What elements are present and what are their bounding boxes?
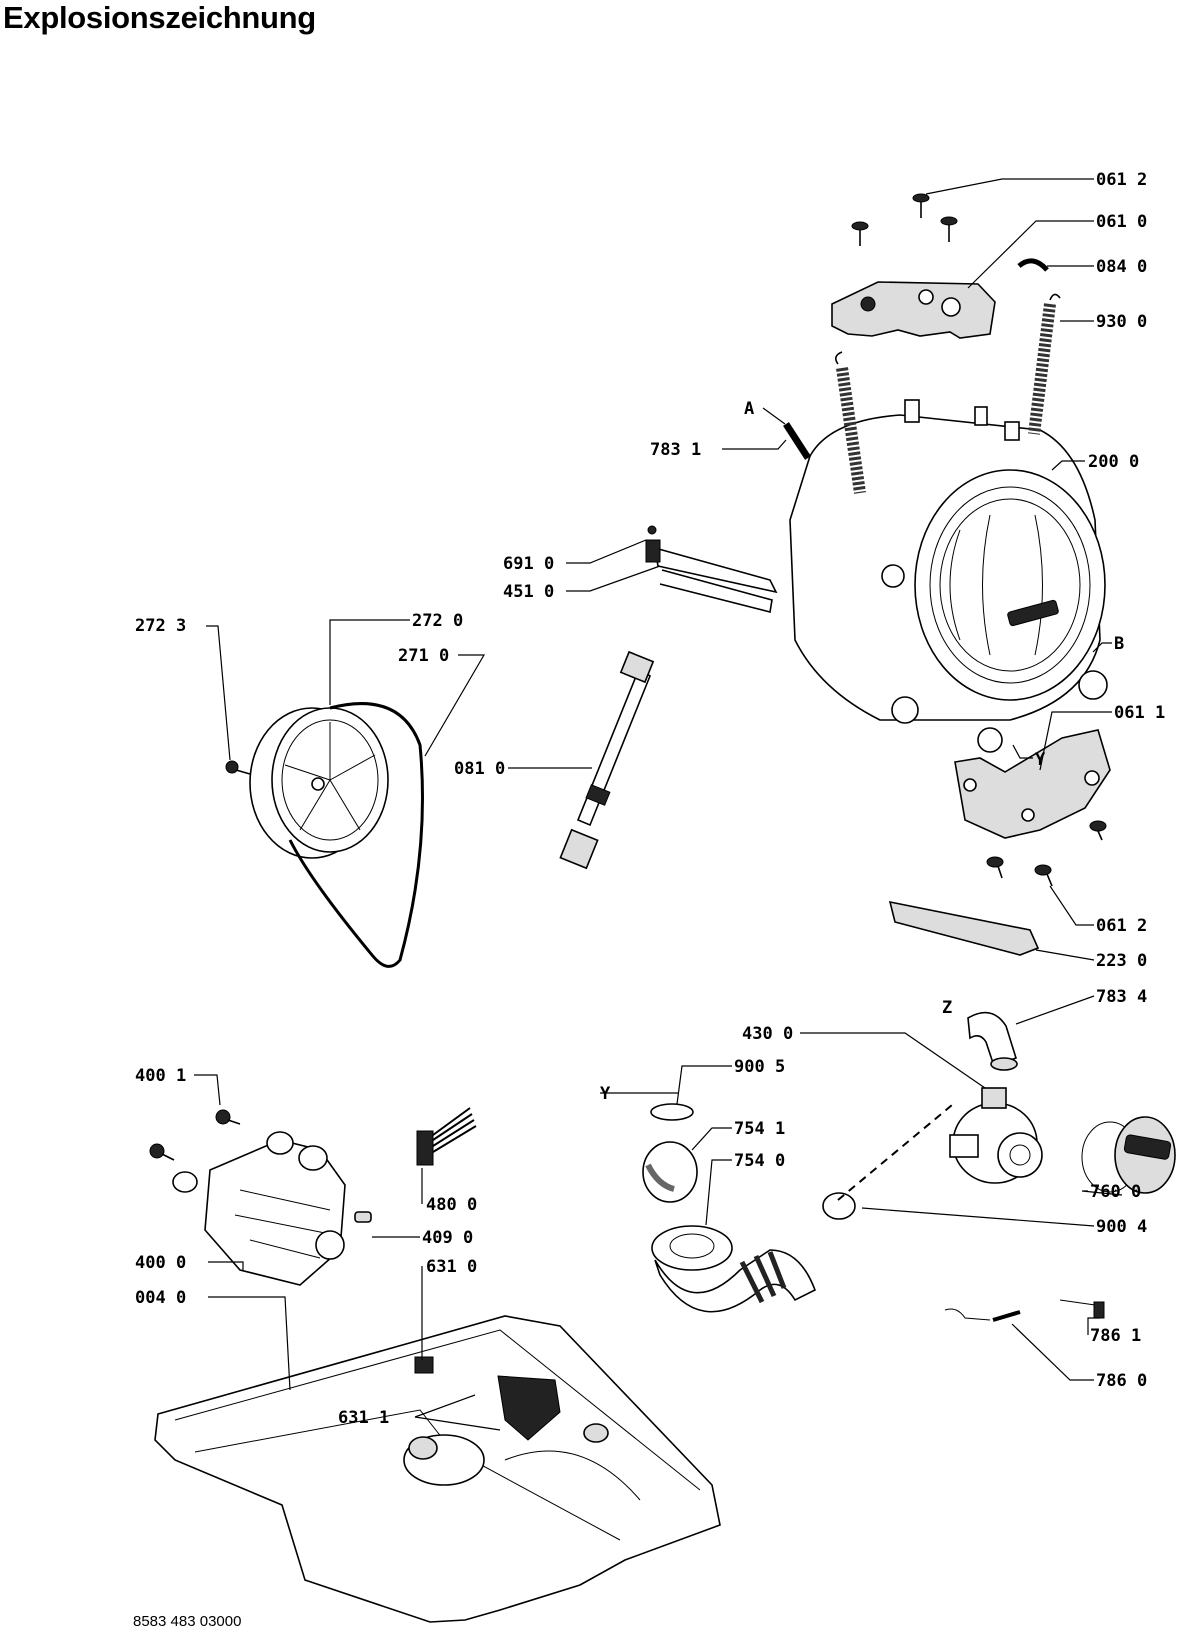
label-783-1: 783 1 <box>650 440 701 460</box>
label-084-0: 084 0 <box>1096 257 1147 277</box>
carbon-brush-409-0[interactable] <box>354 1211 372 1223</box>
screw-061-2-b[interactable] <box>986 856 1004 879</box>
label-400-0: 400 0 <box>135 1253 186 1273</box>
label-754-0: 754 0 <box>734 1151 785 1171</box>
sump-hose-754-0[interactable] <box>651 1225 817 1313</box>
label-409-0: 409 0 <box>422 1228 473 1248</box>
label-272-3: 272 3 <box>135 616 186 636</box>
label-272-0: 272 0 <box>412 611 463 631</box>
label-004-0: 004 0 <box>135 1288 186 1308</box>
spring-930-0-left[interactable] <box>834 351 866 494</box>
label-900-5: 900 5 <box>734 1057 785 1077</box>
label-Y-hose: Y <box>600 1084 611 1104</box>
filter-760-0[interactable] <box>1081 1116 1176 1194</box>
belt-271-0[interactable] <box>288 702 424 968</box>
document-number: 8583 483 03000 <box>133 1613 242 1630</box>
temperature-sensor-691-0[interactable] <box>647 525 657 535</box>
spring-930-0-right[interactable] <box>1028 293 1061 435</box>
motor-400-0[interactable] <box>172 1131 346 1286</box>
label-783-4: 783 4 <box>1096 987 1147 1007</box>
screw-061-2-top[interactable] <box>912 193 930 218</box>
base-plate-004-0[interactable] <box>154 1315 721 1623</box>
label-754-1: 754 1 <box>734 1119 785 1139</box>
handle-223-0[interactable] <box>888 900 1040 956</box>
counterweight-061-0[interactable] <box>831 281 996 339</box>
leader-lines <box>194 178 1123 1431</box>
page-title: Explosionszeichnung <box>3 0 316 35</box>
clamp-900-4[interactable] <box>822 1192 856 1220</box>
elbow-hose-783-4[interactable] <box>967 1011 1018 1071</box>
screw-061-2-a[interactable] <box>1089 820 1107 841</box>
hose-path-line <box>837 1104 953 1201</box>
label-A: A <box>744 399 754 419</box>
label-451-0: 451 0 <box>503 582 554 602</box>
clip-084-0[interactable] <box>1017 258 1049 272</box>
connector-480-0[interactable] <box>416 1107 477 1166</box>
label-061-1: 061 1 <box>1114 703 1165 723</box>
part-labels: 061 2 061 0 084 0 930 0 A 783 1 200 0 69… <box>135 170 1165 1428</box>
screw-400-1-b[interactable] <box>149 1143 175 1161</box>
label-081-0: 081 0 <box>454 759 505 779</box>
drain-pump-430-0[interactable] <box>949 1087 1043 1184</box>
screw-061-0-right[interactable] <box>940 216 958 242</box>
label-430-0: 430 0 <box>742 1024 793 1044</box>
screw-400-1-a[interactable] <box>215 1109 241 1125</box>
label-930-0: 930 0 <box>1096 312 1147 332</box>
pin-786-0[interactable] <box>992 1310 1021 1322</box>
clamp-900-5[interactable] <box>650 1103 694 1121</box>
screw-061-2-c[interactable] <box>1034 864 1053 887</box>
label-B: B <box>1114 634 1124 654</box>
label-900-4: 900 4 <box>1096 1217 1147 1237</box>
label-631-1: 631 1 <box>338 1408 389 1428</box>
label-786-1: 786 1 <box>1090 1326 1141 1346</box>
label-691-0: 691 0 <box>503 554 554 574</box>
label-760-0: 760 0 <box>1090 1182 1141 1202</box>
label-061-0: 061 0 <box>1096 212 1147 232</box>
screw-061-0-left[interactable] <box>851 221 869 246</box>
label-061-2-bottom: 061 2 <box>1096 916 1147 936</box>
label-631-0: 631 0 <box>426 1257 477 1277</box>
shock-absorber-081-0[interactable] <box>559 650 655 870</box>
counterweight-061-1[interactable] <box>954 729 1111 839</box>
label-061-2-top: 061 2 <box>1096 170 1147 190</box>
heating-element-451-0[interactable] <box>645 539 778 613</box>
label-Y-drum: Y <box>1035 750 1046 770</box>
label-271-0: 271 0 <box>398 646 449 666</box>
label-200-0: 200 0 <box>1088 452 1139 472</box>
pulley-272-0[interactable] <box>249 707 389 859</box>
pin-A[interactable] <box>783 422 811 460</box>
tub-200-0[interactable] <box>789 399 1108 753</box>
label-223-0: 223 0 <box>1096 951 1147 971</box>
screw-272-3[interactable] <box>225 760 251 775</box>
ball-754-1[interactable] <box>642 1141 698 1203</box>
label-Z: Z <box>942 998 952 1018</box>
label-786-0: 786 0 <box>1096 1371 1147 1391</box>
plug-786-1[interactable] <box>944 1299 1105 1321</box>
label-400-1: 400 1 <box>135 1066 186 1086</box>
label-480-0: 480 0 <box>426 1195 477 1215</box>
